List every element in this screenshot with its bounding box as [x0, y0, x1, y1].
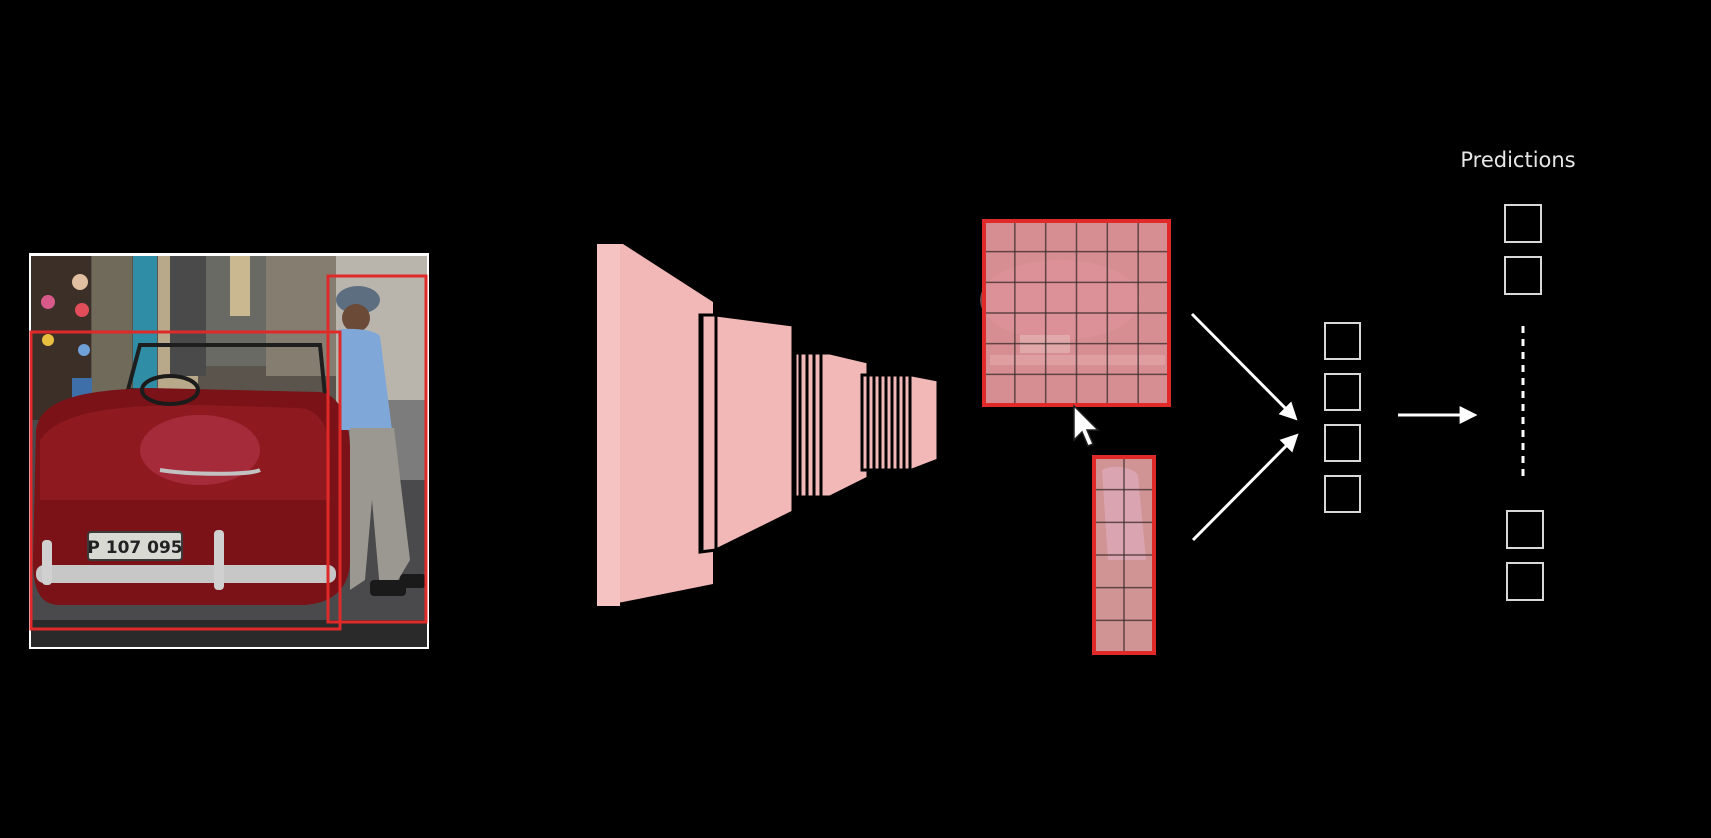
license-plate-text: P 107 095 [87, 538, 182, 558]
arrow-person-to-tokens [1191, 433, 1299, 542]
backbone-stage-3 [793, 351, 870, 499]
arrow-car-to-tokens [1190, 312, 1298, 421]
input-image: P 107 095 [29, 253, 429, 649]
car-detection-box [29, 330, 342, 631]
predictions-label: Predictions [1460, 148, 1575, 172]
roi-token [1324, 424, 1361, 462]
prediction-box [1506, 562, 1544, 601]
mouse-pointer-icon [1073, 404, 1100, 447]
roi-feature-person [1092, 455, 1156, 655]
license-plate [87, 531, 183, 561]
predictions-column [1504, 204, 1544, 601]
backbone-stage-1 [597, 244, 713, 606]
prediction-box [1504, 256, 1542, 295]
street-photo: P 107 095 [31, 256, 427, 647]
roi-token [1324, 373, 1361, 411]
roi-feature-car [980, 219, 1171, 407]
roi-token [1324, 475, 1361, 513]
prediction-box [1504, 204, 1542, 243]
backbone-stage-2 [698, 313, 795, 554]
roi-tokens [1324, 322, 1361, 513]
backbone-stage-4 [860, 373, 940, 472]
person-detection-box [326, 274, 428, 624]
roi-token [1324, 322, 1361, 360]
backbone-network [597, 244, 940, 606]
prediction-box [1506, 510, 1544, 549]
